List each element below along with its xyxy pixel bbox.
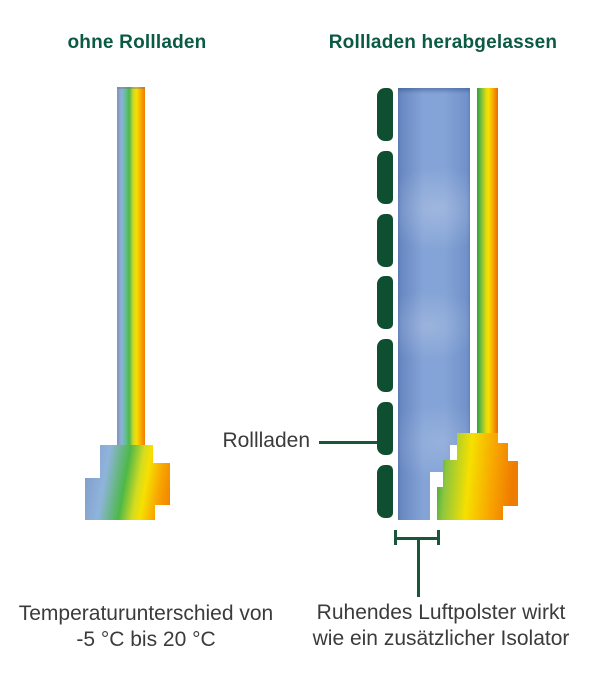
shutter-slat (377, 213, 393, 267)
left-thermal-column (117, 87, 145, 445)
shutter-slat (377, 150, 393, 204)
left-caption-line2: -5 °C bis 20 °C (76, 628, 216, 651)
left-caption-line1: Temperaturunterschied von (18, 602, 274, 625)
shutter-slat (377, 339, 393, 393)
shutter-label-line (319, 441, 377, 444)
right-figure-title: Rollladen herabgelassen (328, 32, 558, 53)
shutter-label: Rollladen (222, 429, 310, 452)
dimension-tick-left (394, 530, 397, 545)
shutter-slat (377, 464, 393, 518)
right-caption-line2: wie ein zusätzlicher Isolator (312, 627, 570, 650)
right-caption-line1: Ruhendes Luftpolster wirkt (316, 601, 566, 624)
shutter-slats (377, 88, 393, 518)
left-figure-caption: Temperaturunterschied von -5 °C bis 20 °… (0, 601, 292, 653)
left-thermal-sill (85, 445, 170, 520)
right-figure-caption: Ruhendes Luftpolster wirkt wie ein zusät… (296, 600, 586, 652)
shutter-slat (377, 402, 393, 456)
left-figure-title: ohne Rollladen (67, 32, 207, 53)
shutter-slat (377, 88, 393, 141)
dimension-tick-right (437, 530, 440, 545)
dimension-connector-line (417, 537, 420, 597)
right-thermal-column (477, 88, 498, 433)
shutter-slat (377, 276, 393, 330)
